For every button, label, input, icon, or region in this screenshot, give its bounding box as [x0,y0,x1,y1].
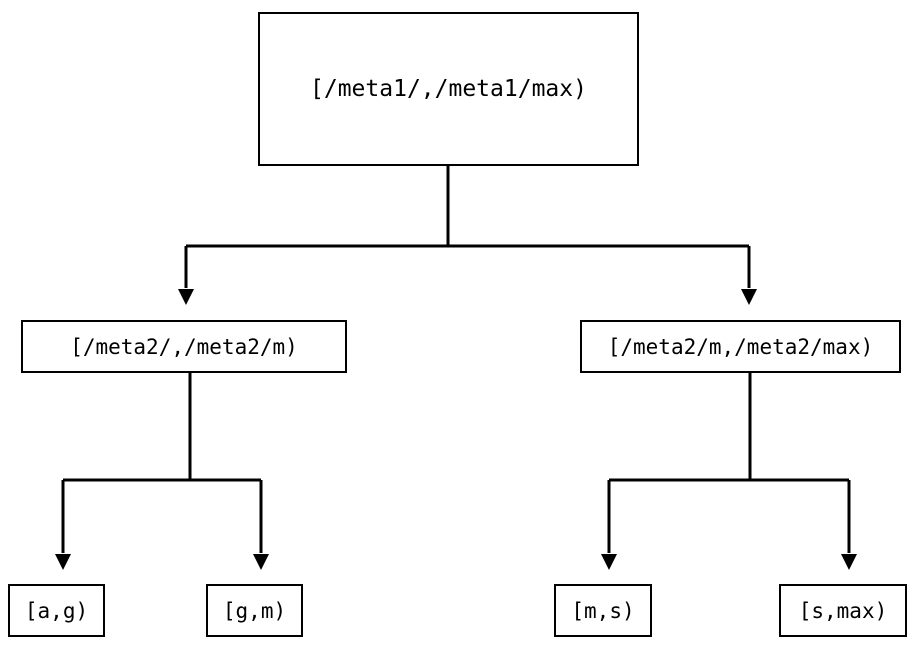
node-root[interactable]: [/meta1/,/meta1/max) [258,12,639,166]
node-leaf-m-s[interactable]: [m,s) [554,584,652,637]
node-mid-left[interactable]: [/meta2/,/meta2/m) [21,320,347,373]
node-mid-left-label: [/meta2/,/meta2/m) [70,334,298,359]
node-leaf-g-m[interactable]: [g,m) [206,584,303,637]
arrowhead-down-icon [741,289,757,305]
arrowhead-down-icon [55,554,71,570]
arrowhead-down-icon [178,289,194,305]
node-leaf-a-g-label: [a,g) [24,598,89,623]
node-mid-right[interactable]: [/meta2/m,/meta2/max) [580,320,901,373]
node-leaf-s-max-label: [s,max) [798,598,888,623]
node-root-label: [/meta1/,/meta1/max) [310,76,587,102]
node-leaf-s-max[interactable]: [s,max) [779,584,907,637]
arrowhead-down-icon [841,554,857,570]
arrowhead-down-icon [253,554,269,570]
node-mid-right-label: [/meta2/m,/meta2/max) [607,334,874,359]
node-leaf-a-g[interactable]: [a,g) [8,584,105,637]
node-leaf-m-s-label: [m,s) [571,598,635,623]
arrowhead-down-icon [601,554,617,570]
node-leaf-g-m-label: [g,m) [222,598,287,623]
